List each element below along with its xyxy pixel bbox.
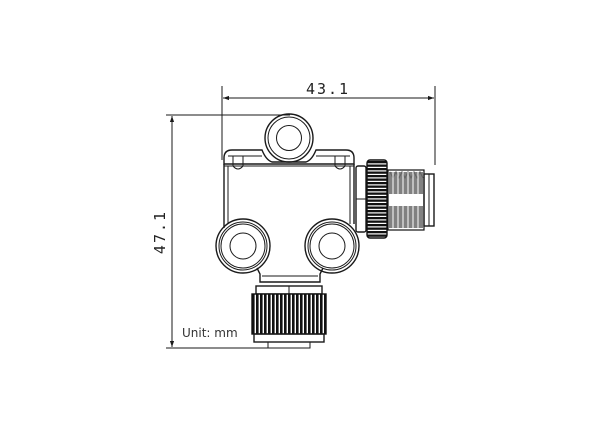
bottom-connector — [251, 285, 327, 349]
side-connector — [355, 159, 435, 239]
unit-label: Unit: mm — [182, 326, 238, 340]
height-dimension-value: 47.1 — [151, 210, 169, 254]
width-dimension-value: 43.1 — [306, 80, 350, 98]
top-port — [264, 113, 314, 163]
width-dimension — [221, 86, 436, 165]
left-port — [215, 218, 271, 274]
right-port — [304, 218, 360, 274]
tee-body — [223, 149, 355, 283]
